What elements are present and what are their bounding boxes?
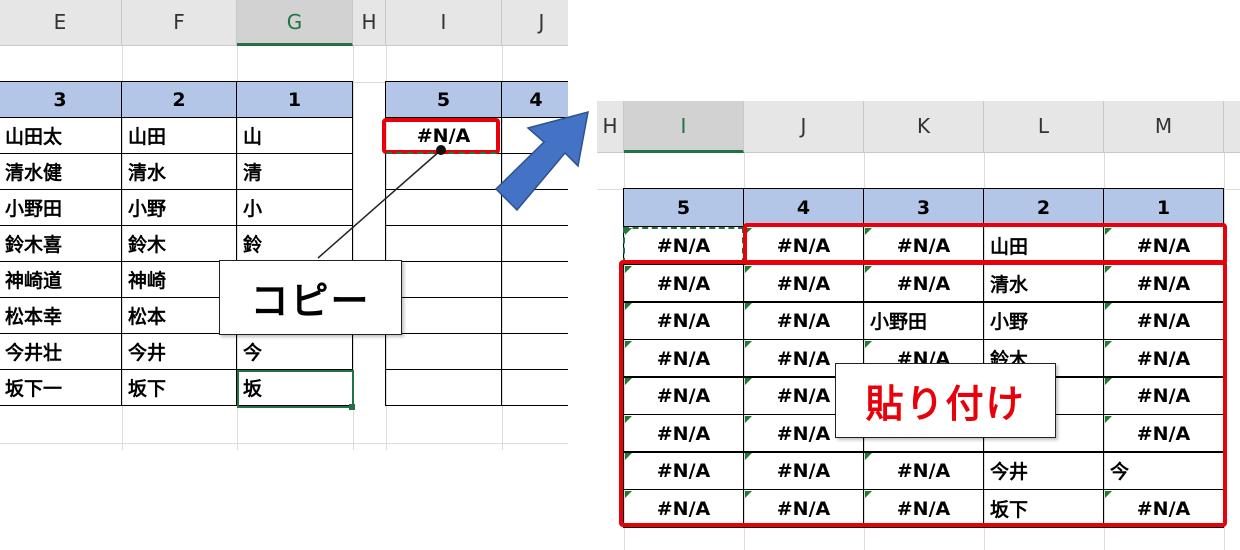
error-indicator-icon[interactable] — [1105, 341, 1112, 348]
error-indicator-icon[interactable] — [1105, 303, 1112, 310]
data-cell[interactable] — [501, 369, 568, 406]
header-cell[interactable]: 2 — [983, 188, 1104, 227]
gridline — [237, 46, 238, 450]
column-header-row: E F G H I J — [0, 0, 568, 46]
error-indicator-icon[interactable] — [865, 341, 872, 348]
column-header-m[interactable]: M — [1104, 101, 1224, 153]
active-cell-outline — [237, 370, 354, 408]
copy-callout: コピー — [219, 260, 402, 335]
gridline — [1104, 153, 1105, 550]
header-cell[interactable]: 5 — [385, 81, 502, 118]
error-indicator-icon[interactable] — [865, 266, 872, 273]
gridline — [0, 443, 568, 444]
error-indicator-icon[interactable] — [745, 341, 752, 348]
paste-callout-label: 貼り付け — [865, 382, 1026, 426]
error-indicator-icon[interactable] — [745, 228, 752, 235]
column-header-i[interactable]: I — [624, 101, 744, 153]
error-indicator-icon[interactable] — [745, 378, 752, 385]
column-header-h[interactable]: H — [597, 101, 624, 153]
copy-connector-line — [317, 149, 442, 259]
header-cell[interactable]: 3 — [0, 81, 122, 118]
column-header-g[interactable]: G — [237, 0, 353, 46]
error-indicator-icon[interactable] — [625, 453, 632, 460]
fill-handle[interactable] — [349, 404, 355, 410]
error-indicator-icon[interactable] — [1105, 228, 1112, 235]
header-cell[interactable]: 5 — [623, 188, 744, 227]
error-indicator-icon[interactable] — [625, 341, 632, 348]
error-indicator-icon[interactable] — [745, 491, 752, 498]
column-header-row: H I J K L M — [597, 101, 1240, 153]
error-indicator-icon[interactable] — [745, 266, 752, 273]
column-header-l[interactable]: L — [984, 101, 1104, 153]
column-header-f[interactable]: F — [122, 0, 237, 46]
error-indicator-icon[interactable] — [625, 378, 632, 385]
gridline — [744, 153, 745, 550]
error-indicator-icon[interactable] — [865, 228, 872, 235]
column-header-j[interactable]: J — [502, 0, 568, 46]
error-indicator-icon[interactable] — [625, 266, 632, 273]
gridline — [624, 153, 625, 550]
error-indicator-icon[interactable] — [865, 491, 872, 498]
error-indicator-icon[interactable] — [625, 303, 632, 310]
gridline — [122, 46, 123, 450]
header-cell[interactable]: 2 — [121, 81, 237, 118]
direction-arrow — [494, 110, 589, 212]
gridline — [353, 46, 354, 450]
gridline — [386, 46, 387, 450]
error-indicator-icon[interactable] — [745, 303, 752, 310]
error-indicator-icon[interactable] — [1105, 378, 1112, 385]
column-header-h[interactable]: H — [353, 0, 386, 46]
error-indicator-icon[interactable] — [1105, 416, 1112, 423]
gridline — [502, 46, 503, 450]
column-header-i[interactable]: I — [386, 0, 502, 46]
error-indicator-icon[interactable] — [745, 453, 752, 460]
error-indicator-icon[interactable] — [625, 491, 632, 498]
header-cell[interactable]: 1 — [236, 81, 353, 118]
column-header-e[interactable]: E — [0, 0, 122, 46]
paste-callout: 貼り付け — [835, 363, 1056, 438]
error-indicator-icon[interactable] — [625, 416, 632, 423]
paste-highlight-box-bottom — [619, 260, 1227, 527]
copy-connector-dot — [436, 145, 446, 155]
gridline — [864, 153, 865, 550]
column-header-blank — [1224, 101, 1240, 153]
copy-callout-label: コピー — [250, 279, 371, 323]
error-indicator-icon[interactable] — [625, 228, 632, 235]
gridline — [984, 153, 985, 550]
error-indicator-icon[interactable] — [1105, 491, 1112, 498]
header-cell[interactable]: 3 — [863, 188, 984, 227]
error-indicator-icon[interactable] — [1105, 266, 1112, 273]
error-indicator-icon[interactable] — [745, 416, 752, 423]
column-header-j[interactable]: J — [744, 101, 864, 153]
error-indicator-icon[interactable] — [865, 453, 872, 460]
column-header-k[interactable]: K — [864, 101, 984, 153]
